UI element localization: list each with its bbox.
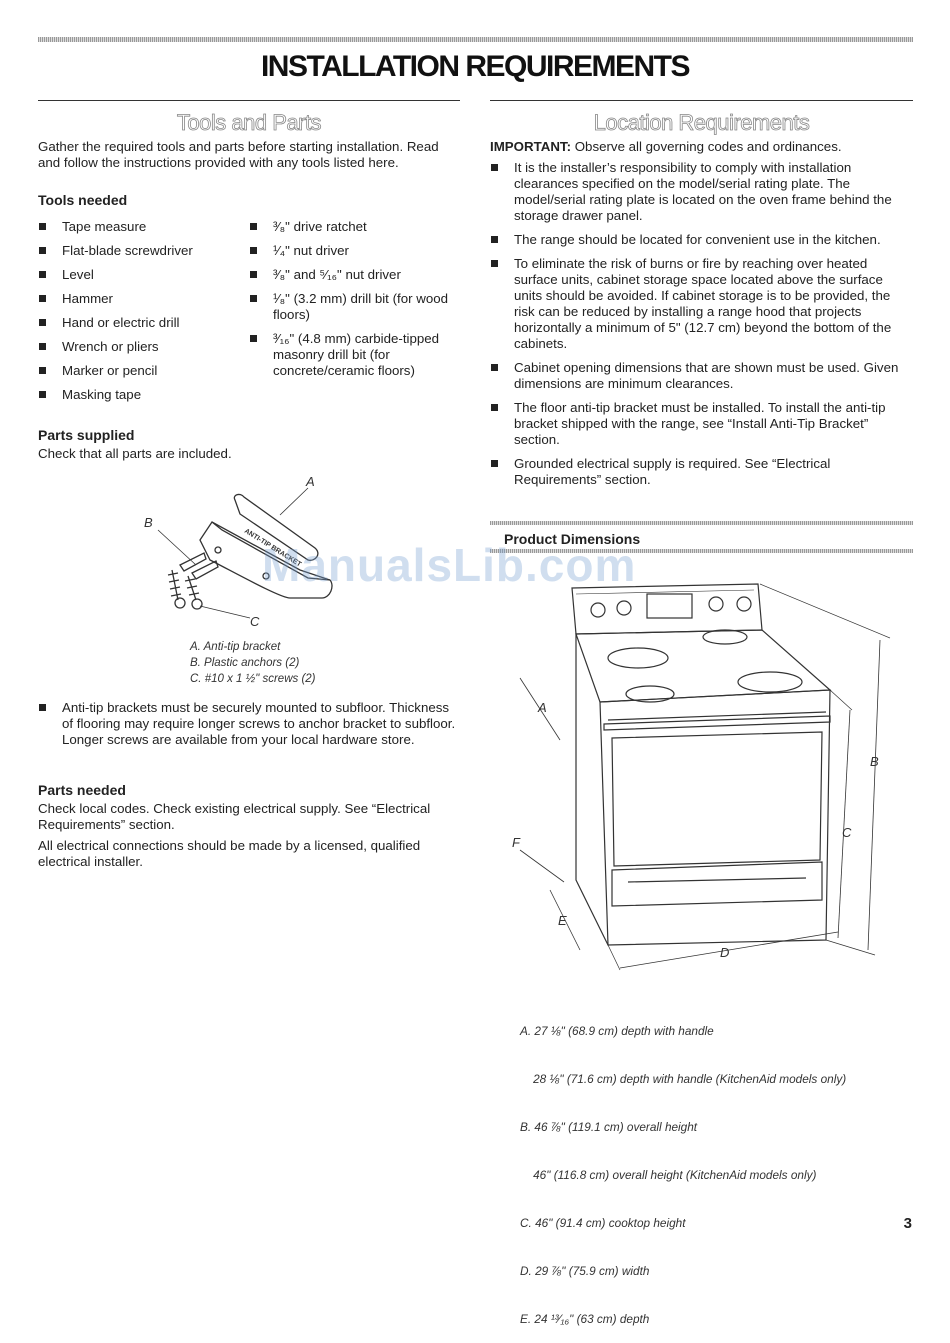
list-item: Hammer — [38, 291, 248, 307]
label-a: A — [305, 474, 315, 489]
list-item: Marker or pencil — [38, 363, 248, 379]
label-c: C — [842, 825, 852, 840]
oven-door — [611, 731, 823, 867]
screw — [184, 575, 200, 601]
list-item: ¹⁄₈" (3.2 mm) drill bit (for wood floors… — [249, 291, 461, 323]
parts-supplied-heading: Parts supplied — [38, 427, 135, 443]
left-heading-rule — [38, 100, 460, 101]
label-b: B — [144, 515, 153, 530]
page-number: 3 — [903, 1215, 912, 1232]
watermark: ManualsLib.com — [262, 539, 637, 591]
label-b: B — [870, 754, 879, 769]
list-item: Cabinet opening dimensions that are show… — [490, 360, 912, 392]
dimension-line-a — [519, 677, 561, 741]
screw — [167, 569, 182, 601]
electrical-installer-text: All electrical connections should be mad… — [38, 838, 421, 869]
list-item: Flat-blade screwdriver — [38, 243, 248, 259]
parts-needed-text: Check local codes. Check existing electr… — [38, 801, 431, 832]
list-item: The range should be located for convenie… — [490, 232, 912, 248]
dimension-note: C. 46" (91.4 cm) cooktop height — [520, 1216, 686, 1230]
list-item: ³⁄₈" and ⁵⁄₁₆" nut driver — [249, 267, 461, 283]
location-requirements-heading: Location Requirements — [593, 110, 810, 136]
list-item: Hand or electric drill — [38, 315, 248, 331]
tools-list-col2: ³⁄₈" drive ratchet ¹⁄₄" nut driver ³⁄₈" … — [249, 219, 461, 379]
location-requirements-list: It is the installer’s responsibility to … — [490, 160, 912, 488]
dimension-note: D. 29 ⅞" (75.9 cm) width — [520, 1264, 650, 1278]
anti-tip-bracket-figure: ANTI-TIP BRACKET A B C — [144, 474, 333, 629]
dimension-note: E. 24 ¹³⁄₁₆" (63 cm) depth — [520, 1312, 650, 1326]
burner — [702, 629, 748, 645]
cooktop — [575, 629, 832, 703]
list-item: Masking tape — [38, 387, 248, 403]
dimension-line-e — [549, 889, 581, 951]
top-decorative-bar — [38, 37, 913, 42]
parts-supplied-text: Check that all parts are included. — [38, 446, 232, 461]
important-text: Observe all governing codes and ordinanc… — [571, 139, 842, 154]
caption: C. #10 x 1 ½" screws (2) — [190, 673, 316, 685]
list-item: Tape measure — [38, 219, 248, 235]
tools-intro-text: Gather the required tools and parts befo… — [38, 139, 439, 170]
bracket-note-list: Anti-tip brackets must be securely mount… — [38, 700, 458, 748]
list-item: Level — [38, 267, 248, 283]
list-item: ³⁄₈" drive ratchet — [249, 219, 461, 235]
label-e: E — [558, 913, 567, 928]
leader-line-f — [519, 849, 565, 883]
list-item: It is the installer’s responsibility to … — [490, 160, 912, 224]
list-item: Anti-tip brackets must be securely mount… — [38, 700, 458, 748]
figure-captions: A. Anti-tip bracket B. Plastic anchors (… — [190, 639, 316, 687]
leader-line-b — [157, 529, 197, 566]
label-d: D — [720, 945, 729, 960]
range-dimensions-diagram: A B C D E F — [512, 583, 891, 971]
caption: B. Plastic anchors (2) — [190, 657, 300, 669]
dimensions-top-rule — [490, 521, 913, 525]
product-dimensions-heading: Product Dimensions — [504, 531, 641, 547]
oven-handle — [603, 715, 831, 731]
dimension-line-b — [867, 639, 881, 951]
bracket-body — [199, 521, 333, 599]
caption: A. Anti-tip bracket — [190, 641, 281, 653]
parts-needed-heading: Parts needed — [38, 782, 126, 798]
page-title: INSTALLATION REQUIREMENTS — [260, 50, 691, 83]
list-item: ³⁄₁₆" (4.8 mm) carbide-tipped masonry dr… — [249, 331, 461, 379]
label-c: C — [250, 614, 260, 629]
burner — [607, 647, 669, 669]
list-item: ¹⁄₄" nut driver — [249, 243, 461, 259]
tools-list-col1: Tape measure Flat-blade screwdriver Leve… — [38, 219, 248, 403]
list-item: Grounded electrical supply is required. … — [490, 456, 912, 488]
storage-drawer — [611, 861, 823, 907]
dimension-note: B. 46 ⅞" (119.1 cm) overall height — [520, 1120, 698, 1134]
dimensions-bottom-rule — [490, 549, 913, 553]
dimension-line-c — [837, 709, 851, 939]
dimension-note: 28 ⅛" (71.6 cm) depth with handle (Kitch… — [520, 1072, 847, 1086]
tools-needed-heading: Tools needed — [38, 192, 128, 208]
list-item: Wrench or pliers — [38, 339, 248, 355]
list-item: To eliminate the risk of burns or fire b… — [490, 256, 912, 352]
bracket-arm — [233, 493, 319, 561]
dimension-note: 46" (116.8 cm) overall height (KitchenAi… — [520, 1168, 817, 1182]
list-item: The floor anti-tip bracket must be insta… — [490, 400, 912, 448]
burner — [737, 671, 803, 693]
dimension-note: A. 27 ⅛" (68.9 cm) depth with handle — [520, 1024, 714, 1038]
leader-line-a — [279, 487, 309, 516]
leader-line-c — [199, 605, 251, 619]
label-a: A — [537, 700, 547, 715]
important-label: IMPORTANT: — [490, 139, 572, 154]
right-heading-rule — [490, 100, 913, 101]
oven-body — [599, 689, 831, 946]
label-f: F — [512, 835, 521, 850]
important-note: IMPORTANT: Observe all governing codes a… — [490, 139, 913, 155]
burner — [625, 685, 675, 703]
plastic-anchor — [179, 552, 207, 572]
dimension-notes: A. 27 ⅛" (68.9 cm) depth with handle 28 … — [520, 991, 846, 1343]
plastic-anchor — [191, 560, 219, 580]
dimension-line-d — [619, 931, 839, 969]
tools-and-parts-heading: Tools and Parts — [176, 110, 322, 136]
